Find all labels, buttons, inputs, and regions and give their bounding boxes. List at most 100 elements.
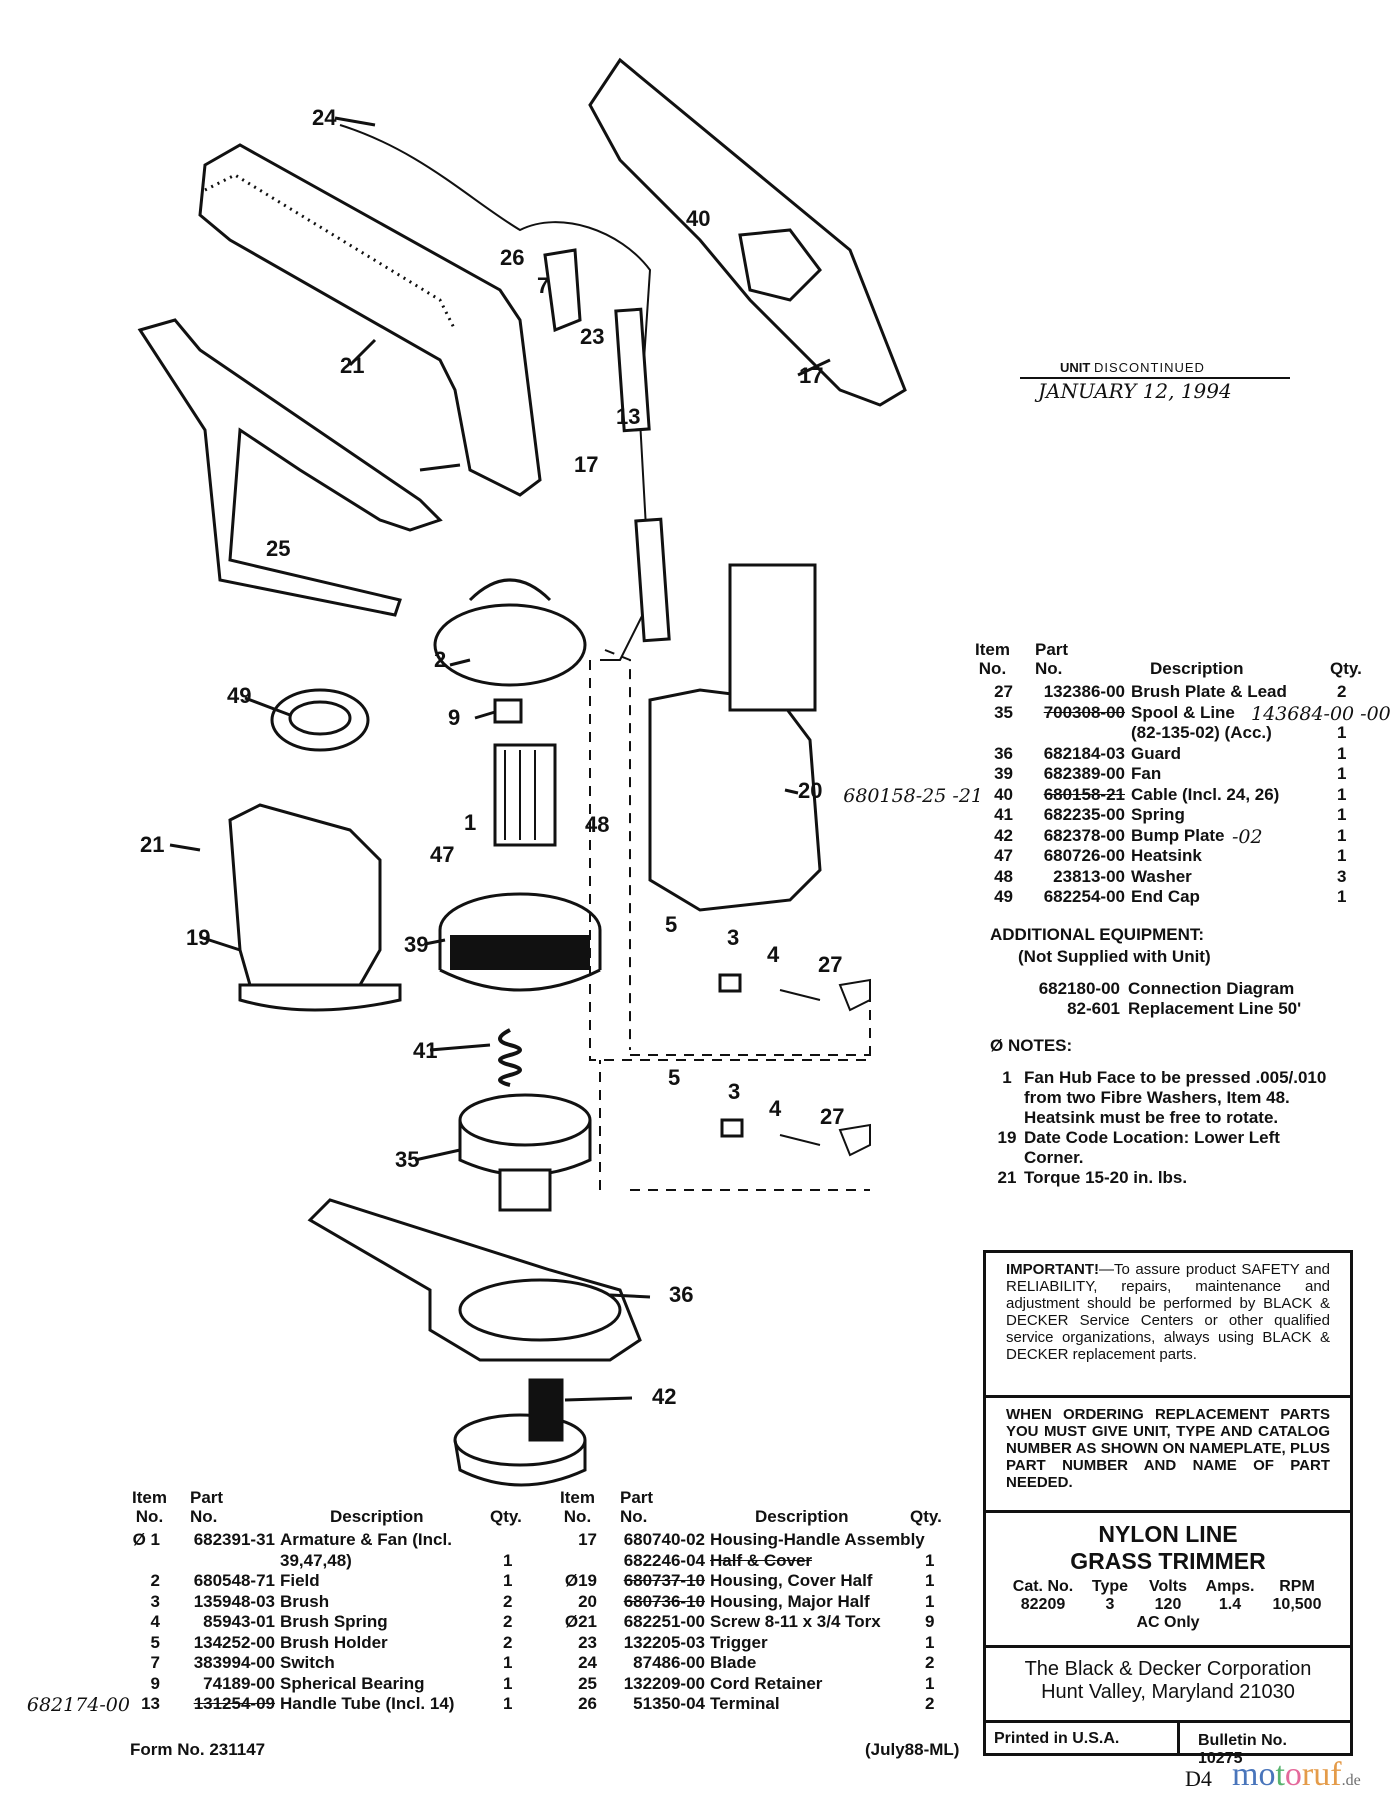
spec-value: 82209	[1020, 1596, 1066, 1613]
part-number: 135948-03	[193, 1591, 275, 1611]
item-number: 5	[150, 1632, 160, 1652]
quantity: 1	[503, 1694, 513, 1713]
description: Terminal	[710, 1694, 780, 1713]
description: Screw 8-11 x 3/4 Torx	[710, 1612, 881, 1631]
part-number: 680548-71	[193, 1571, 275, 1590]
housing-major-half-top	[588, 57, 907, 407]
callout-2: 2	[434, 647, 447, 672]
item-number: 23	[578, 1632, 597, 1652]
item-number: 41	[994, 805, 1013, 824]
quantity: 2	[503, 1591, 513, 1611]
discontinued-label: DISCONTINUED	[1093, 360, 1205, 375]
part-number: 682391-31	[193, 1530, 275, 1549]
discontinued-label-bold: UNIT	[1060, 360, 1091, 375]
item-number: 25	[578, 1673, 597, 1693]
description: Trigger	[710, 1632, 768, 1652]
part-number: 131254-09	[193, 1694, 275, 1713]
additional-desc: Replacement Line 50'	[1128, 999, 1302, 1018]
part-number: 383994-00	[193, 1653, 275, 1672]
guard	[307, 1198, 642, 1362]
quantity: 1	[1337, 825, 1347, 845]
description: Bump Plate	[1131, 825, 1225, 845]
description: Spring	[1131, 805, 1185, 824]
important-box: IMPORTANT!—To assure product SAFETY and …	[983, 1250, 1353, 1395]
part-number: 682254-00	[1043, 887, 1125, 906]
part-number: 682251-00	[623, 1612, 705, 1631]
part-number: 680726-00	[1043, 846, 1125, 865]
part-number: 132209-00	[623, 1673, 705, 1693]
callout-7: 7	[537, 273, 550, 298]
note-text: Torque 15-20 in. lbs.	[1024, 1168, 1188, 1187]
quantity: 1	[1337, 846, 1347, 865]
product-title-1: NYLON LINE	[1098, 1521, 1238, 1547]
description: Field	[280, 1571, 320, 1590]
item-number: 17	[578, 1530, 597, 1549]
description: Housing, Major Half	[710, 1591, 870, 1611]
quantity: 9	[925, 1612, 935, 1631]
quantity: 1	[925, 1673, 935, 1693]
header-qty: Qty.	[1330, 659, 1362, 678]
quantity: 1	[925, 1591, 935, 1611]
quantity: 2	[1337, 682, 1347, 701]
description: End Cap	[1131, 887, 1200, 906]
part-number: 700308-00	[1043, 702, 1125, 722]
part-number: 680736-10	[623, 1591, 705, 1611]
cable	[339, 124, 652, 661]
header-part: Part No.	[620, 1488, 654, 1526]
housing-cover-half	[228, 803, 382, 987]
callout-5: 5	[668, 1065, 681, 1090]
callout-21: 21	[340, 353, 365, 378]
quantity: 2	[925, 1653, 935, 1672]
description: Blade	[710, 1653, 757, 1672]
header-part: Part No.	[190, 1488, 224, 1526]
notes-title: Ø NOTES:	[990, 1036, 1073, 1055]
item-number: 24	[578, 1653, 597, 1672]
watermark-logo: motoruf.de	[1232, 1756, 1361, 1793]
quantity: 1	[1337, 743, 1347, 763]
callout-19: 19	[186, 925, 211, 950]
spec-header: Volts	[1149, 1578, 1187, 1595]
end-cap	[270, 688, 370, 752]
description: Cord Retainer	[710, 1673, 823, 1693]
spec-header: Amps.	[1205, 1578, 1255, 1595]
spec-header: Cat. No.	[1012, 1578, 1074, 1595]
quantity: 1	[1337, 723, 1347, 742]
discontinued-stamp: UNIT DISCONTINUED JANUARY 12, 1994	[1020, 360, 1290, 403]
quantity: 2	[925, 1694, 935, 1713]
handle-cover-half	[198, 143, 542, 497]
handwritten-note: 680158-25 -21	[843, 784, 983, 807]
quantity: 1	[925, 1550, 935, 1570]
description: Brush	[280, 1591, 330, 1611]
description: Spool & Line	[1131, 702, 1235, 722]
callout-21: 21	[140, 832, 165, 857]
item-number: 2	[150, 1571, 160, 1590]
item-number: 36	[994, 743, 1013, 763]
company-box: The Black & Decker Corporation Hunt Vall…	[983, 1645, 1353, 1720]
part-number: 682378-00	[1043, 825, 1125, 845]
additional-equipment: ADDITIONAL EQUIPMENT: (Not Supplied with…	[990, 925, 1380, 1019]
quantity: 1	[1337, 764, 1347, 783]
header-description: Description	[755, 1507, 849, 1526]
spec-header: Type	[1091, 1578, 1129, 1595]
note-number: 19	[997, 1128, 1017, 1147]
callout-36: 36	[669, 1282, 694, 1307]
callout-49: 49	[227, 683, 252, 708]
quantity: 2	[503, 1612, 513, 1631]
additional-part: 682180-00	[1038, 979, 1120, 998]
callout-40: 40	[686, 206, 711, 231]
